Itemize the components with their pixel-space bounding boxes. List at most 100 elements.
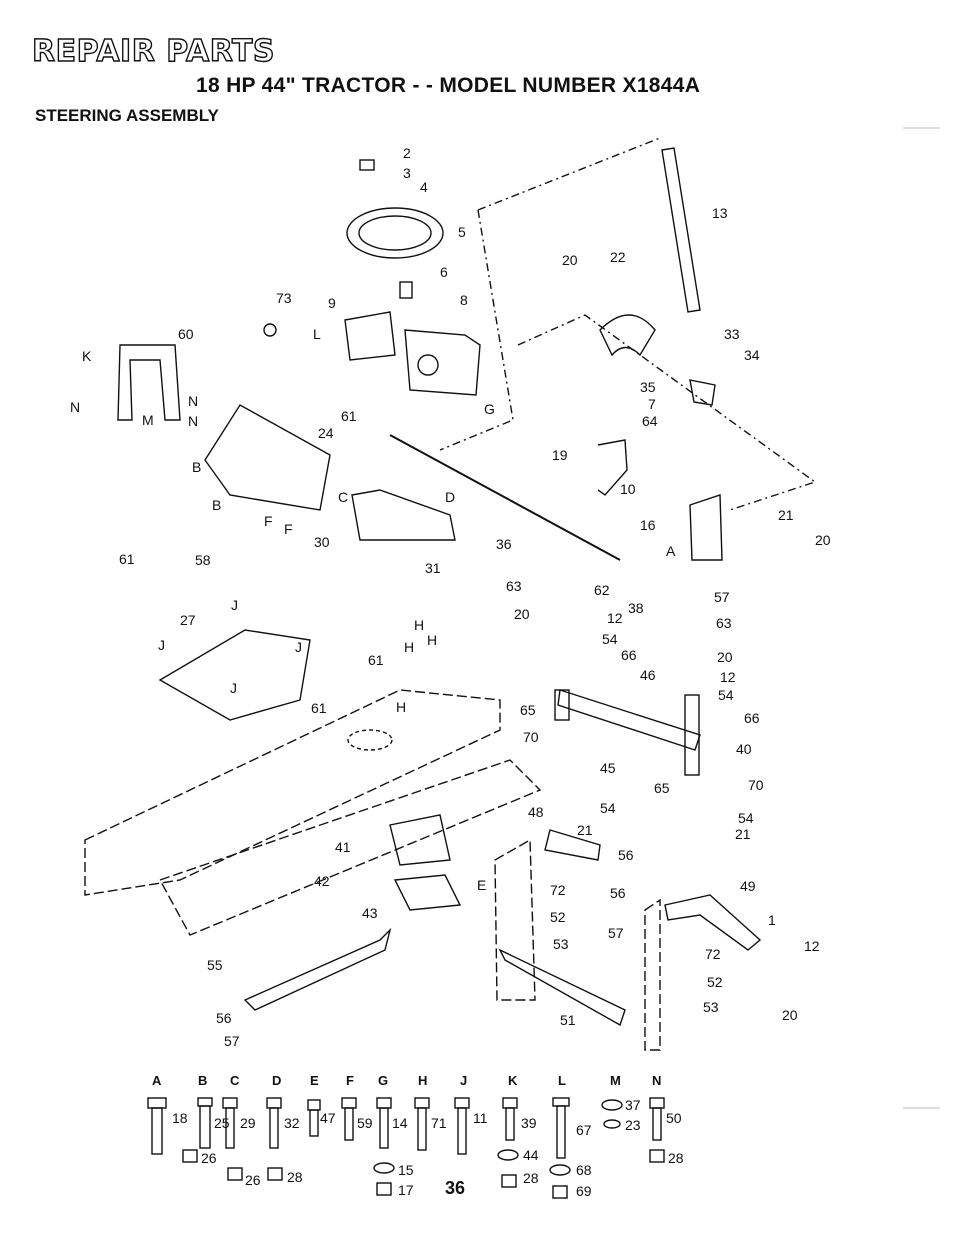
hardware-tag-G: G [484,401,495,417]
part-callout-56: 56 [216,1010,232,1026]
part-callout-70: 70 [523,729,539,745]
part-callout-65: 65 [520,702,536,718]
part-callout-34: 34 [744,347,760,363]
part-callout-54: 54 [602,631,618,647]
steering-shaft-shape [661,147,701,313]
legend-part-37: 37 [625,1097,641,1113]
part-callout-13: 13 [712,205,728,221]
legend-part-68: 68 [576,1162,592,1178]
legend-letter-N: N [652,1073,661,1088]
part-callout-20: 20 [514,606,530,622]
part-callout-12: 12 [804,938,820,954]
hardware-tag-J: J [295,639,302,655]
hardware-tag-H: H [396,699,406,715]
legend-part-25: 25 [214,1115,230,1131]
part-callout-12: 12 [720,669,736,685]
part-callout-57: 57 [224,1033,240,1049]
hardware-tag-J: J [230,680,237,696]
part-callout-60: 60 [178,326,194,342]
part-callout-57: 57 [714,589,730,605]
part-callout-61: 61 [311,700,327,716]
part-callout-16: 16 [640,517,656,533]
page-number: 36 [445,1178,466,1198]
part-callout-56: 56 [610,885,626,901]
part-callout-20: 20 [562,252,578,268]
hardware-legend-graphics [147,1097,665,1199]
hardware-tag-B: B [212,497,221,513]
part-callout-61: 61 [368,652,384,668]
part-callout-41: 41 [335,839,351,855]
model-subtitle: 18 HP 44" TRACTOR - - MODEL NUMBER X1844… [196,74,701,97]
part-callout-38: 38 [628,600,644,616]
part-callout-66: 66 [744,710,760,726]
hardware-tag-H: H [404,639,414,655]
part-callout-66: 66 [621,647,637,663]
legend-letter-E: E [310,1073,319,1088]
part-callout-19: 19 [552,447,568,463]
hardware-tag-N: N [188,393,198,409]
hardware-tag-K: K [82,348,92,364]
part-callout-52: 52 [550,909,566,925]
legend-part-28: 28 [523,1170,539,1186]
part-callout-22: 22 [610,249,626,265]
legend-part-39: 39 [521,1115,537,1131]
part-callout-61: 61 [119,551,135,567]
part-callout-54: 54 [600,800,616,816]
legend-part-69: 69 [576,1183,592,1199]
hardware-tag-E: E [477,877,486,893]
legend-part-32: 32 [284,1115,300,1131]
part-callout-27: 27 [180,612,196,628]
legend-part-44: 44 [523,1147,539,1163]
part-callout-9: 9 [328,295,336,311]
legend-letter-A: A [152,1073,162,1088]
bracket-24-shape [204,404,331,511]
part-callout-51: 51 [560,1012,576,1028]
part-callout-6: 6 [440,264,448,280]
part-callout-10: 10 [620,481,636,497]
part-callout-12: 12 [607,610,623,626]
page-title: REPAIR PARTS [31,33,276,69]
part-callout-4: 4 [420,179,428,195]
hardware-tag-A: A [666,543,676,559]
legend-letter-D: D [272,1073,281,1088]
part-callout-20: 20 [815,532,831,548]
part-callout-8: 8 [460,292,468,308]
part-callout-3: 3 [403,165,411,181]
part-callout-48: 48 [528,804,544,820]
part-callout-20: 20 [782,1007,798,1023]
part-callout-73: 73 [276,290,292,306]
part-callout-57: 57 [608,925,624,941]
part-callout-53: 53 [703,999,719,1015]
legend-part-15: 15 [398,1162,414,1178]
legend-part-28: 28 [668,1150,684,1166]
part-callout-72: 72 [550,882,566,898]
hardware-tag-J: J [231,597,238,613]
part-callout-65: 65 [654,780,670,796]
part-callout-63: 63 [506,578,522,594]
tie-rod-51-shape [498,948,626,1027]
part-callout-46: 46 [640,667,656,683]
part-callout-49: 49 [740,878,756,894]
hardware-tag-F: F [284,521,293,537]
legend-part-50: 50 [666,1110,682,1126]
hardware-tag-N: N [188,413,198,429]
part-callout-2: 2 [403,145,411,161]
part-callout-21: 21 [778,507,794,523]
hardware-tag-F: F [264,513,273,529]
part-callout-70: 70 [748,777,764,793]
legend-part-26: 26 [245,1172,261,1188]
cap-shape [359,159,375,171]
drag-link-55-shape [243,927,392,1011]
part-callout-45: 45 [600,760,616,776]
hardware-tag-D: D [445,489,455,505]
legend-letter-J: J [460,1073,467,1088]
hardware-tag-B: B [192,459,201,475]
hardware-tag-J: J [158,637,165,653]
hardware-tag-M: M [142,412,154,428]
legend-letter-K: K [508,1073,518,1088]
legend-letter-F: F [346,1073,354,1088]
part-callout-54: 54 [738,810,754,826]
console-housing-shape [404,329,481,396]
part-callout-63: 63 [716,615,732,631]
legend-part-14: 14 [392,1115,408,1131]
